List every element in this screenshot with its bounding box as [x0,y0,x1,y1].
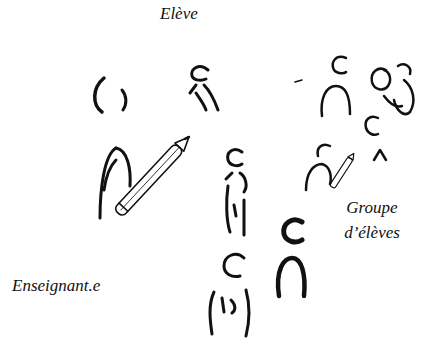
student-figure [190,67,218,110]
teacher-figure [95,78,194,218]
student-figure [210,254,249,336]
student-figure [226,150,246,235]
figure-label: Elève [160,2,240,27]
student-figure [278,220,304,296]
student-group [295,57,413,190]
figure-label: Groupe d’élèves [328,196,416,245]
figure-label: Enseignant.e [12,274,162,299]
